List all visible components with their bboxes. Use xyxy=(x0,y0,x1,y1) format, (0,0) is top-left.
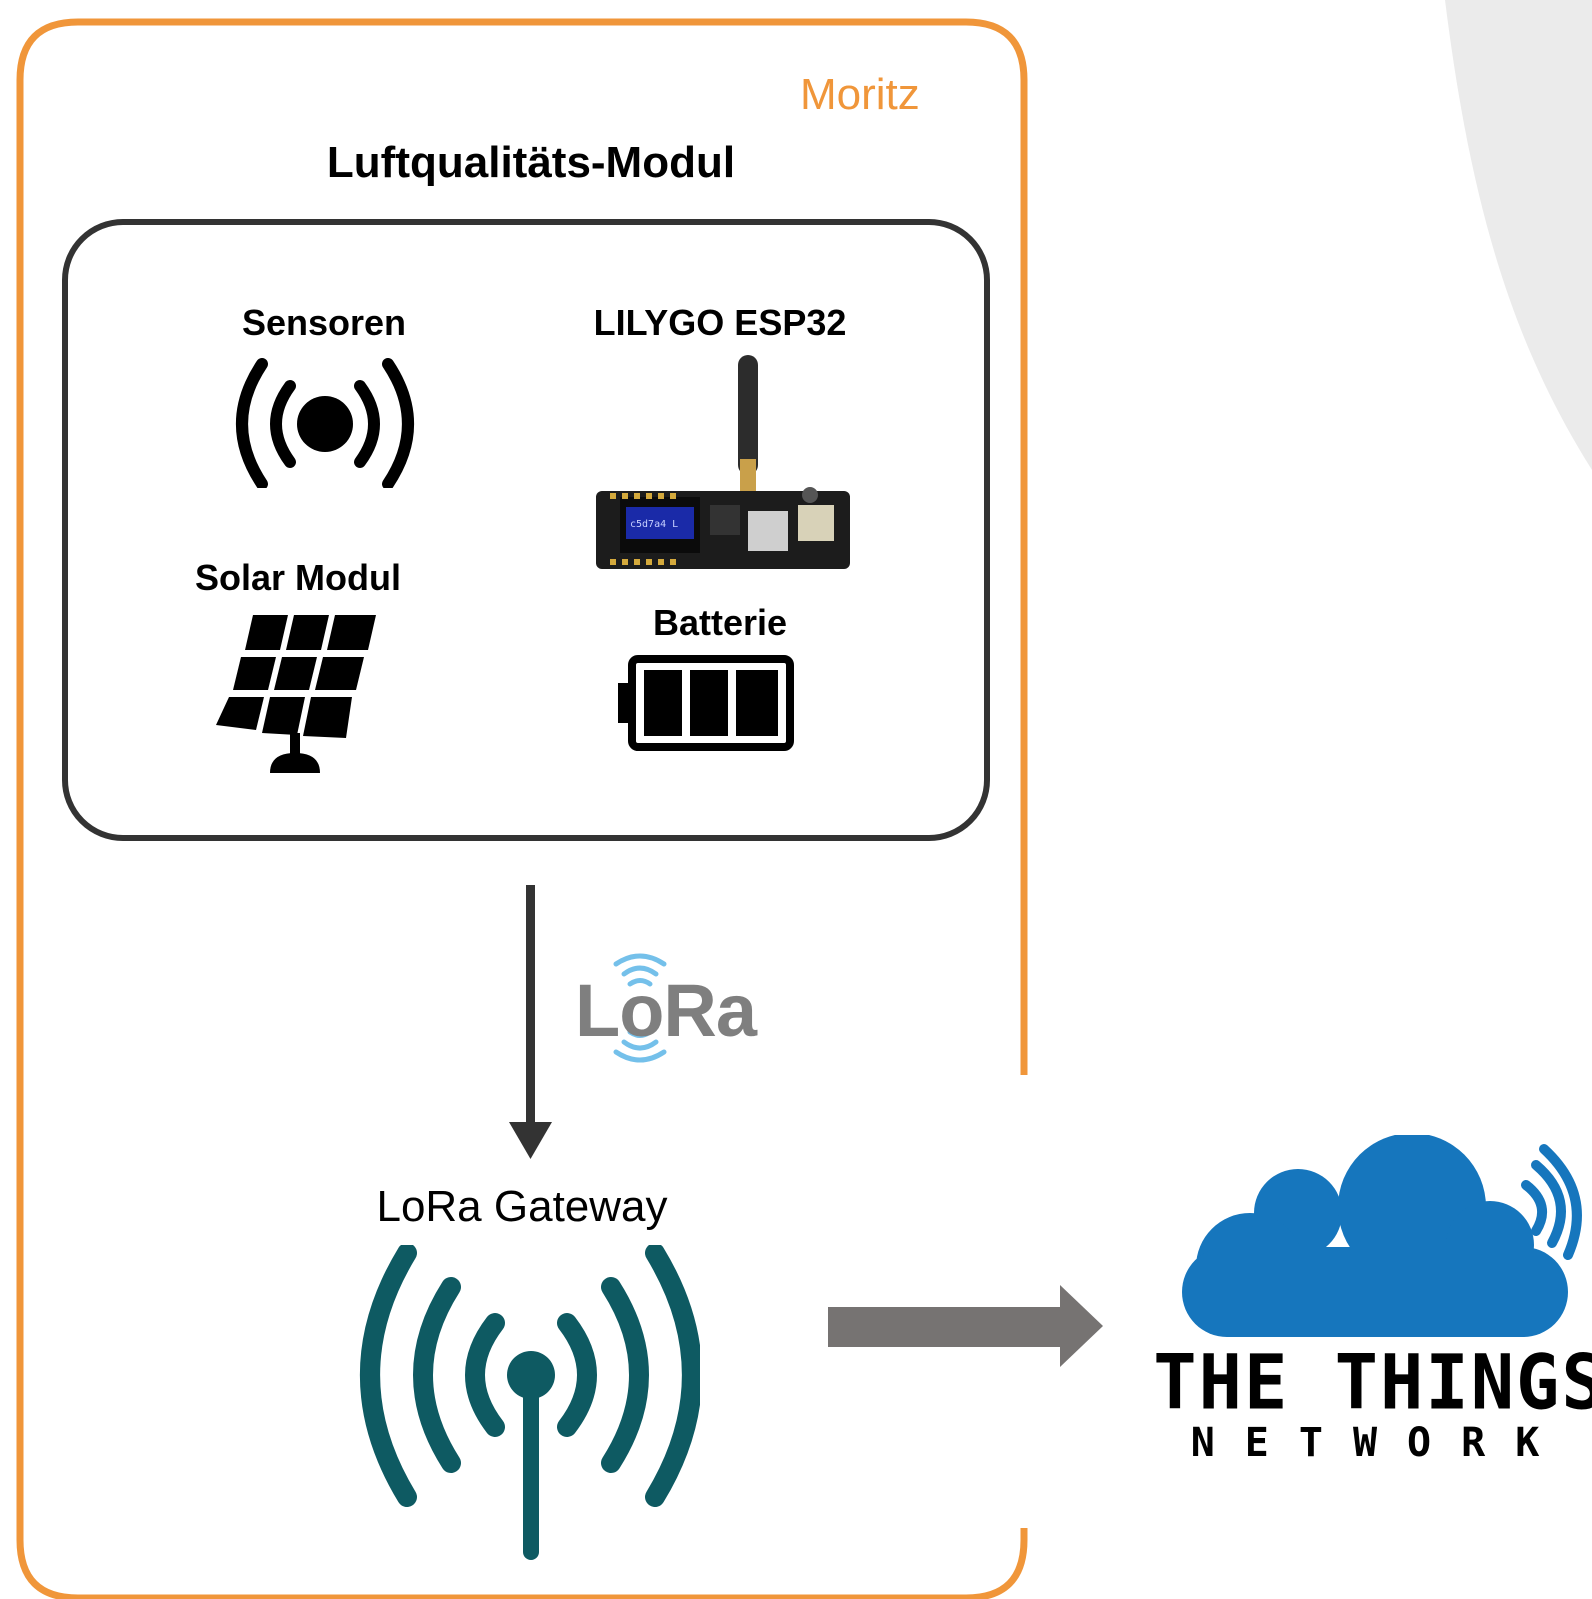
ttn-cloud-icon xyxy=(1182,1135,1582,1337)
lora-logo: LoRa xyxy=(575,969,757,1052)
solar-panel-icon xyxy=(216,615,376,773)
board-screen-text: c5d7a4 L xyxy=(630,519,678,530)
battery-icon xyxy=(618,655,794,751)
author-label: Moritz xyxy=(800,70,920,119)
right-arrow xyxy=(828,1285,1103,1367)
ttn-subtitle: NETWORK xyxy=(1190,1420,1570,1466)
board-label: LILYGO ESP32 xyxy=(593,302,847,343)
ttn-title: THE THINGS xyxy=(1153,1337,1592,1427)
gateway-label: LoRa Gateway xyxy=(376,1182,668,1231)
solar-label: Solar Modul xyxy=(195,557,401,598)
gateway-antenna-icon xyxy=(360,1245,700,1560)
sensors-label: Sensoren xyxy=(241,302,407,343)
battery-label: Batterie xyxy=(652,602,788,643)
down-arrow xyxy=(509,885,552,1159)
sensor-icon xyxy=(236,358,414,488)
module-title: Luftqualitäts-Modul xyxy=(326,138,736,187)
lora-logo-waves xyxy=(613,953,667,1063)
esp32-board-image: c5d7a4 L xyxy=(596,355,850,569)
